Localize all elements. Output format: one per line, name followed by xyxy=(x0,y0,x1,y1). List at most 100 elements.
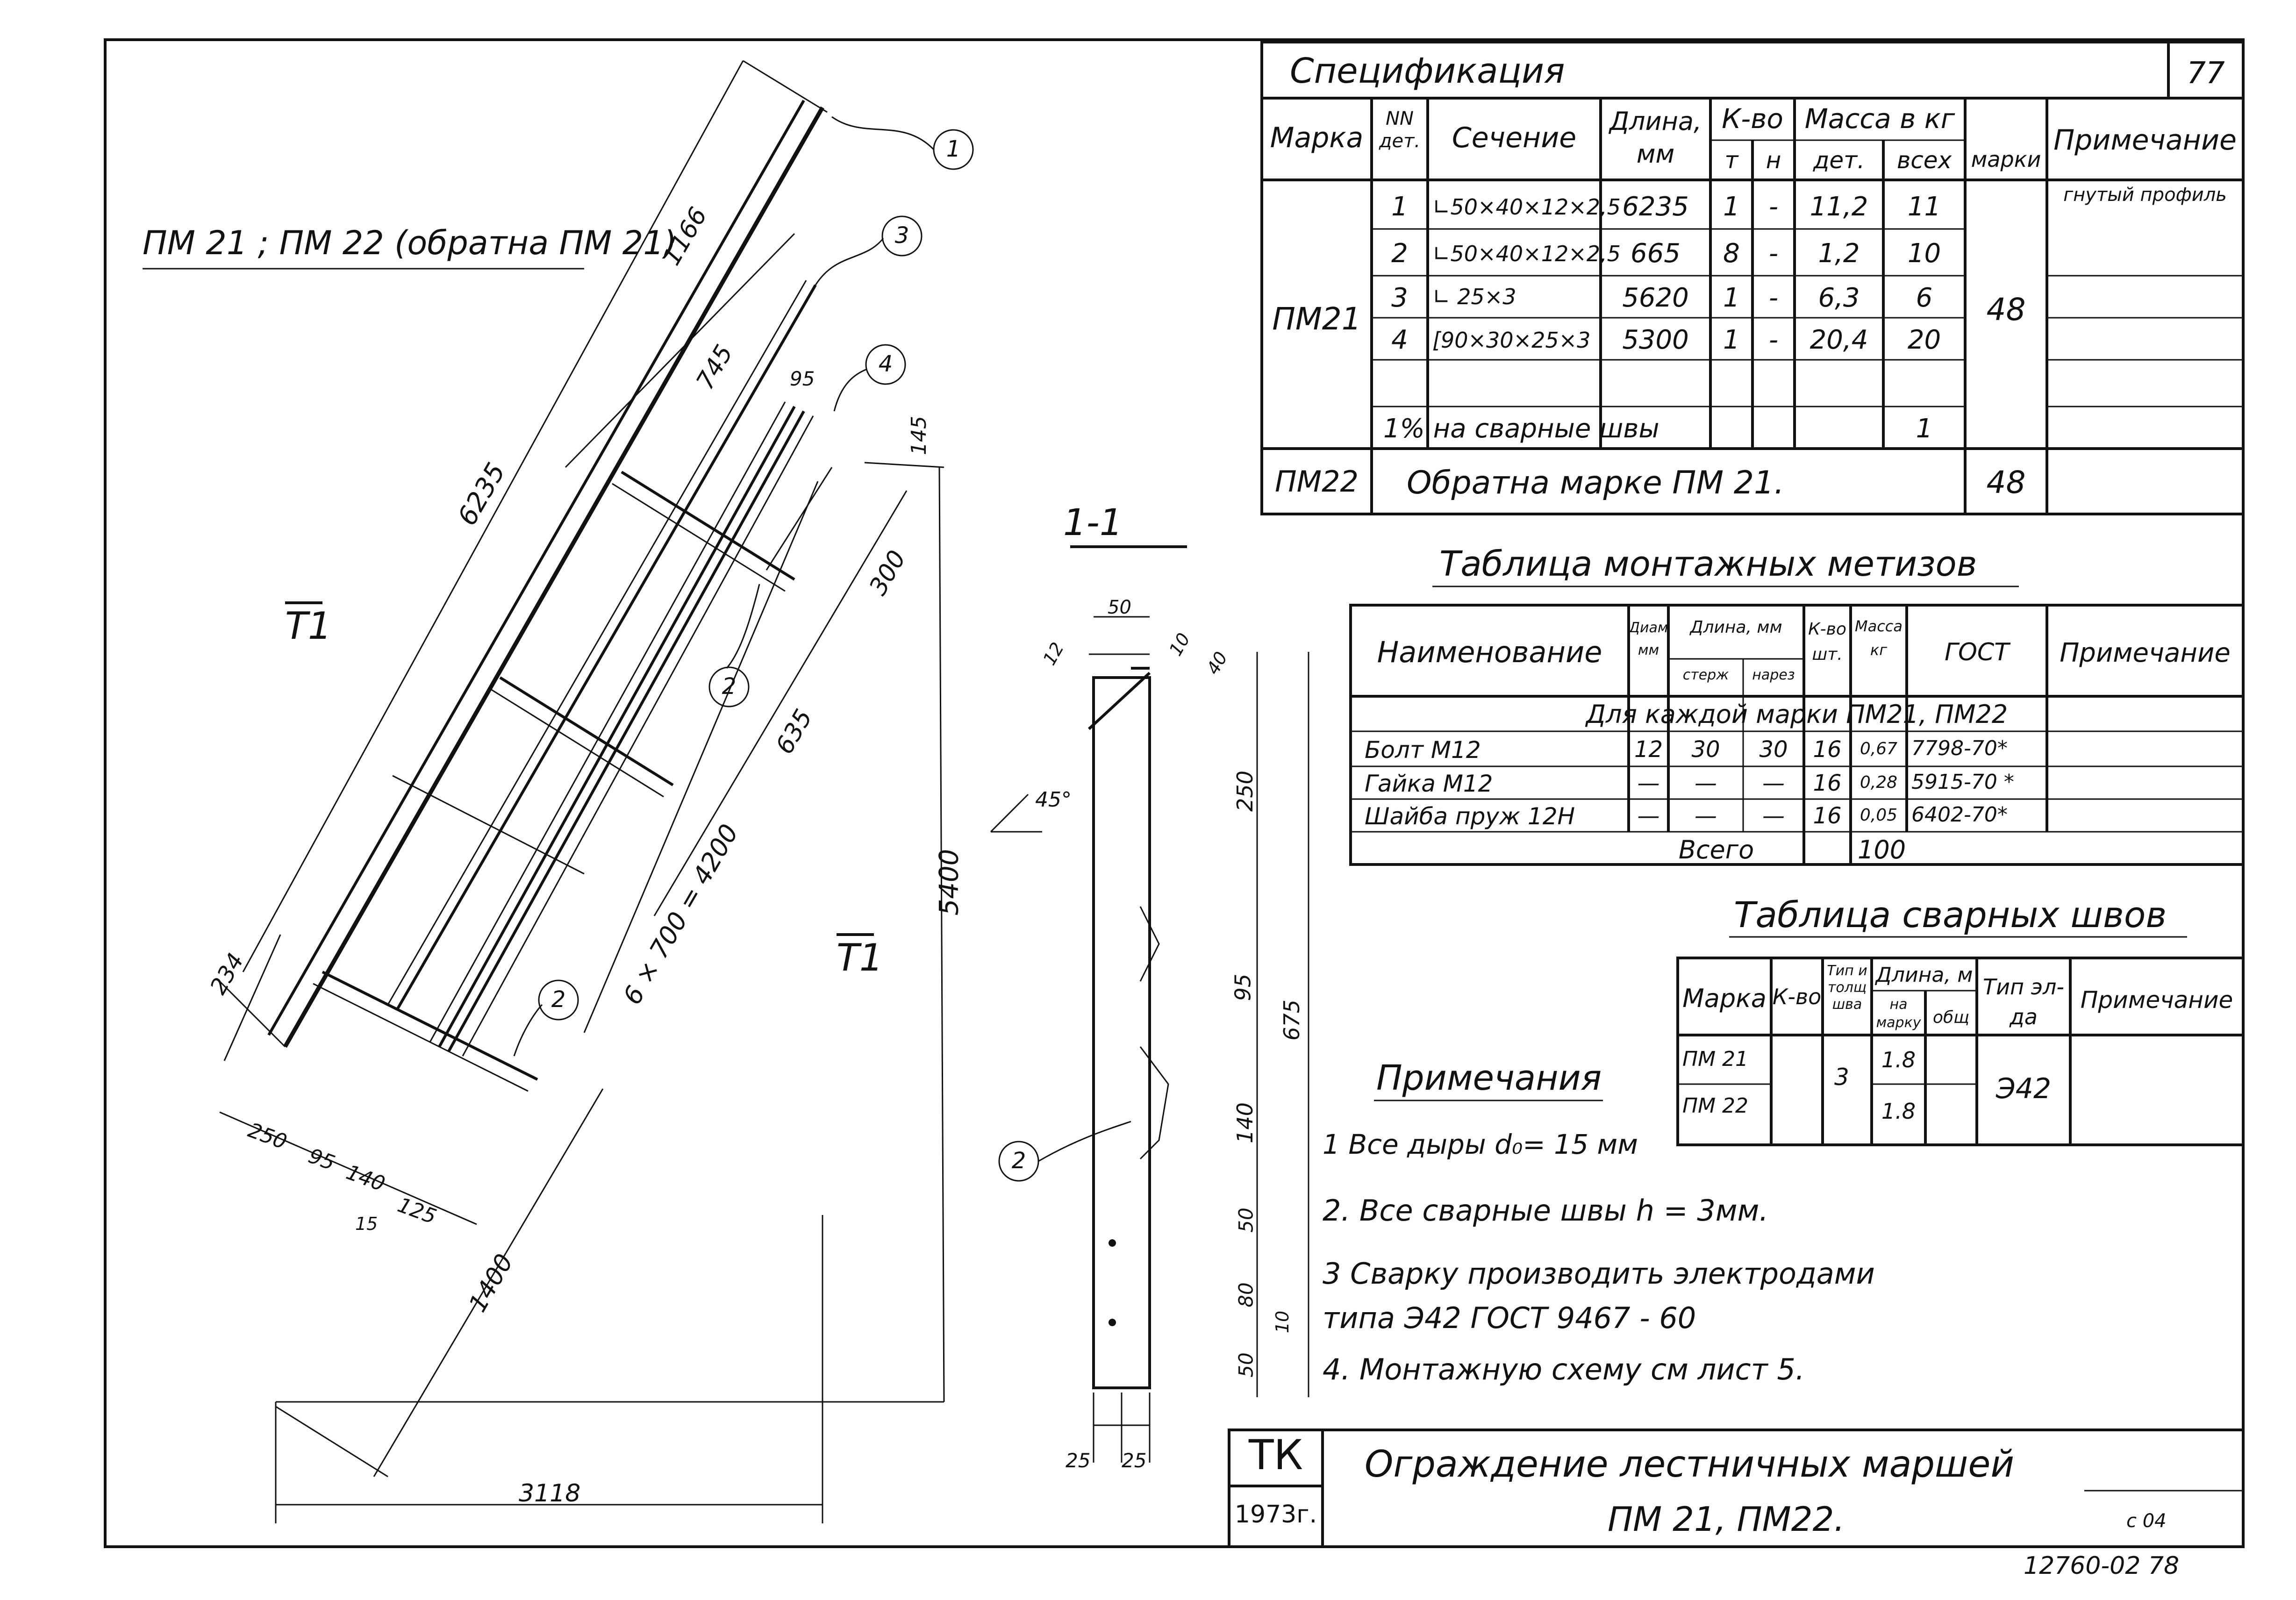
spec-h-note: Примечание xyxy=(2053,124,2237,157)
middle-rail-3 xyxy=(396,284,817,1010)
spec-r3-t: 1 xyxy=(1723,283,1740,313)
spec-r2-length: 665 xyxy=(1631,238,1681,269)
spec-h-mark: Марка xyxy=(1270,121,1364,154)
spec-r4-no: 4 xyxy=(1391,325,1408,355)
spec-r1-t: 1 xyxy=(1723,192,1740,222)
sec-dim-25-right: 25 xyxy=(1122,1449,1147,1472)
notes-title: Примечания xyxy=(1376,1058,1602,1098)
fast-h-name: Наименование xyxy=(1377,635,1602,669)
fasteners-title: Таблица монтажных метизов xyxy=(1439,544,1977,584)
stair-railing-view xyxy=(219,60,1131,1523)
dim-3118: 3118 xyxy=(519,1479,581,1507)
view-label-t1-right: Т1 xyxy=(837,936,883,979)
spec-r1-no: 1 xyxy=(1391,192,1408,222)
sec-dim-50-mid: 50 xyxy=(1234,1207,1258,1233)
callout-2-bottom: 2 xyxy=(551,986,566,1013)
spec-h-partno: NN дет. xyxy=(1379,108,1421,152)
callout-3: 3 xyxy=(894,222,909,249)
fast-h-rod: стерж xyxy=(1682,667,1729,683)
fast-r2-qty: 16 xyxy=(1813,770,1842,796)
spec-h-qty-t: т xyxy=(1724,147,1738,174)
fast-r1-rod: 30 xyxy=(1691,736,1720,763)
weld-h-per-mark: на марку xyxy=(1876,996,1921,1031)
stringer-4-line-a xyxy=(447,410,805,1052)
spec-r3-part: 6,3 xyxy=(1818,283,1860,313)
note-1: 1 Все дыры d₀= 15 мм xyxy=(1323,1129,1638,1160)
spec-mark-total-pm21: 48 xyxy=(1986,292,2026,328)
title-block-year: 1973г. xyxy=(1234,1500,1317,1529)
spec-pm22-mark: ПМ22 xyxy=(1274,464,1359,499)
title-block-org: ТК xyxy=(1248,1431,1303,1479)
stringer-4-line-d xyxy=(462,415,814,1057)
spec-weld-row-text: 1% на сварные швы xyxy=(1383,414,1659,444)
title-block-grid xyxy=(1228,1429,2245,1548)
spec-h-qty: К-во xyxy=(1722,103,1783,135)
callout-1: 1 xyxy=(946,136,961,162)
title-block-name-1: Ограждение лестничных маршей xyxy=(1365,1443,2015,1486)
fast-h-gost: ГОСТ xyxy=(1945,638,2009,666)
spec-r2-t: 8 xyxy=(1723,238,1740,269)
spec-r4-length: 5300 xyxy=(1622,325,1689,355)
spec-h-section: Сечение xyxy=(1452,121,1577,154)
fast-r3-thread: — xyxy=(1762,803,1785,829)
series-code: 12760-02 78 xyxy=(2024,1552,2180,1580)
spec-r3-length: 5620 xyxy=(1622,283,1689,313)
sec-dim-10-bottom: 10 xyxy=(1272,1310,1293,1334)
fast-r2-name: Гайка М12 xyxy=(1365,770,1493,797)
stringer-4-line-b xyxy=(438,406,796,1048)
spec-pm22-text: Обратна марке ПМ 21. xyxy=(1407,464,1784,501)
posts xyxy=(313,471,795,1092)
section-label: 1-1 xyxy=(1063,502,1123,544)
spec-r4-all: 20 xyxy=(1907,325,1941,355)
spec-h-length: Длина, мм xyxy=(1609,107,1702,169)
note-3-cont: типа Э42 ГОСТ 9467 - 60 xyxy=(1323,1301,1696,1335)
fast-r3-diam: — xyxy=(1637,803,1660,829)
spec-r1-length: 6235 xyxy=(1622,192,1689,222)
fast-h-mass: Масса кг xyxy=(1854,617,1903,659)
spec-title: Спецификация xyxy=(1290,51,1565,91)
note-4: 4. Монтажную схему см лист 5. xyxy=(1323,1352,1805,1386)
callout-2-section: 2 xyxy=(1011,1148,1026,1174)
callout-4: 4 xyxy=(878,351,893,377)
fast-h-length: Длина, мм xyxy=(1690,618,1782,637)
spec-table-grid xyxy=(1260,41,2245,515)
fast-total-value: 100 xyxy=(1858,835,1906,864)
spec-h-mass: Масса в кг xyxy=(1804,103,1955,135)
spec-h-mass-part: дет. xyxy=(1813,147,1865,174)
sec-dim-25-left: 25 xyxy=(1066,1449,1091,1472)
weld-r2-mark: ПМ 22 xyxy=(1682,1094,1749,1118)
spec-r2-part: 1,2 xyxy=(1818,238,1860,269)
spec-h-mass-mark: марки xyxy=(1971,147,2041,172)
fast-r1-mass: 0,67 xyxy=(1860,739,1898,758)
spec-r3-all: 6 xyxy=(1916,283,1933,313)
spec-r4-part: 20,4 xyxy=(1810,325,1868,355)
sec-dim-50-top: 50 xyxy=(1108,597,1131,618)
weld-h-mark: Марка xyxy=(1682,984,1767,1013)
weld-h-electrode: Тип эл-да xyxy=(1983,974,2064,1030)
title-block-sheet-corner: с 04 xyxy=(2126,1510,2167,1532)
fast-r3-rod: — xyxy=(1695,803,1717,829)
fast-r1-qty: 16 xyxy=(1813,736,1842,763)
spec-r2-n: - xyxy=(1768,238,1779,269)
fast-h-diam: Диам мм xyxy=(1629,620,1668,658)
fast-r2-mass: 0,28 xyxy=(1860,773,1898,792)
spec-h-qty-n: н xyxy=(1766,147,1781,174)
drawing-title: ПМ 21 ; ПМ 22 (обратна ПМ 21) xyxy=(143,224,677,262)
fast-group: Для каждой марки ПМ21, ПМ22 xyxy=(1586,700,2008,729)
fast-h-note: Примечание xyxy=(2060,638,2231,668)
spec-r2-section: ∟50×40×12×2,5 xyxy=(1432,241,1621,266)
spec-r2-no: 2 xyxy=(1391,238,1408,269)
weld-h-total: общ xyxy=(1932,1008,1970,1027)
callout-2-mid: 2 xyxy=(722,673,737,700)
fast-r2-diam: — xyxy=(1637,770,1660,796)
dimension-lines xyxy=(219,60,945,1523)
dim-15: 15 xyxy=(355,1214,378,1234)
weld-h-length: Длина, м xyxy=(1875,963,1973,987)
fast-r1-diam: 12 xyxy=(1634,736,1663,763)
fast-total-label: Всего xyxy=(1678,835,1754,864)
fast-r2-thread: — xyxy=(1762,770,1785,796)
sec-dim-675: 675 xyxy=(1279,1000,1304,1041)
spec-weld-row-value: 1 xyxy=(1916,414,1933,444)
